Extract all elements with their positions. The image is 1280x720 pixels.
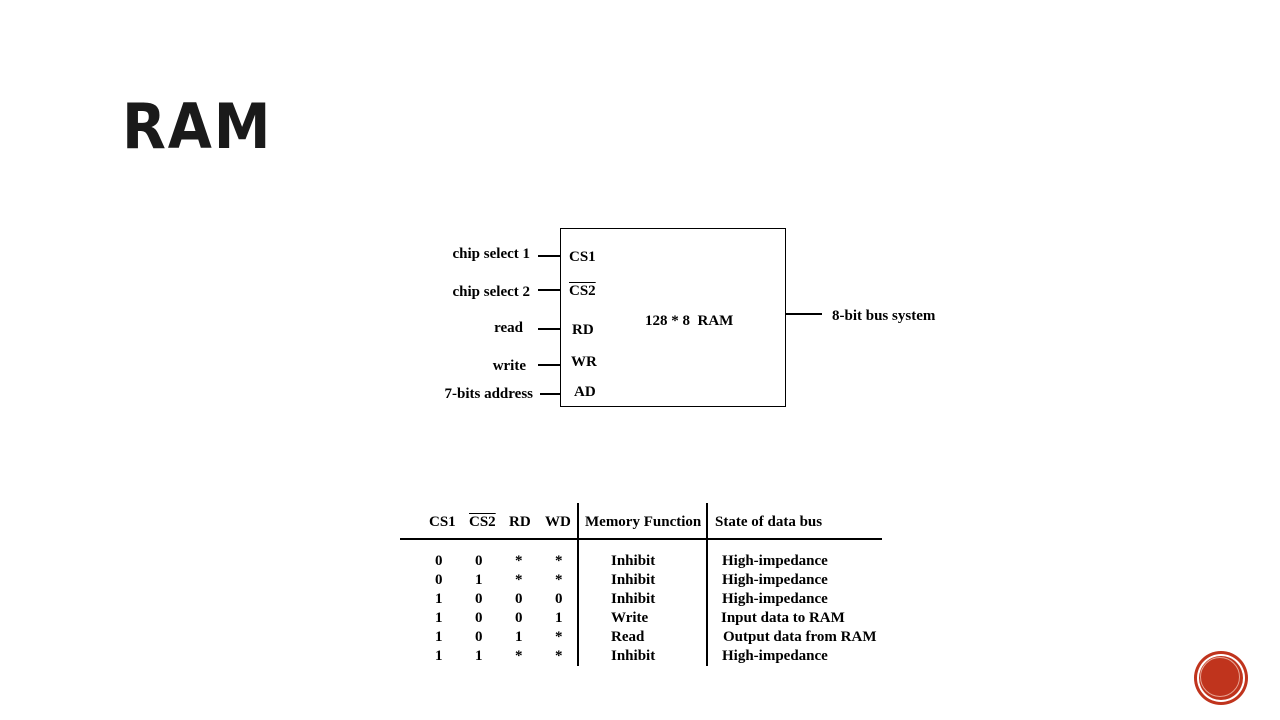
table-cell: * [515,648,523,664]
input-label-cs1: chip select 1 [452,246,530,262]
table-cell: * [555,572,563,588]
table-cell: 1 [435,610,443,626]
table-cell: 0 [555,591,563,607]
input-line-wr [538,364,560,366]
slide-badge-icon [1197,654,1245,702]
table-cell: 0 [475,610,483,626]
pin-rd: RD [572,322,594,338]
table-cell: Inhibit [611,648,656,664]
table-cell: 1 [435,591,443,607]
table-cell: 0 [435,553,443,569]
table-cell: 0 [475,591,483,607]
header-memory-function: Memory Function [585,514,702,530]
table-cell: Write [611,610,649,626]
pin-cs2: CS2 [569,283,596,299]
slide-title: RAM [122,90,273,163]
table-cell: High-impedance [722,572,828,588]
slide-badge-ring [1200,657,1240,697]
input-label-rd: read [494,320,523,336]
input-label-wr: write [492,358,526,374]
header-rd: RD [509,514,531,530]
table-cell: * [515,553,523,569]
pin-ad: AD [574,384,596,400]
table-cell: 1 [515,629,523,645]
input-label-cs2: chip select 2 [452,284,530,300]
table-divider-right [706,503,708,666]
table-cell: 0 [475,553,483,569]
table-cell: 0 [475,629,483,645]
table-cell: Input data to RAM [721,610,845,626]
table-cell: Inhibit [611,553,656,569]
table-cell: High-impedance [722,553,828,569]
header-wd: WD [545,514,571,530]
pin-wr: WR [571,354,597,370]
input-line-ad [540,393,560,395]
input-line-cs1 [538,255,560,257]
table-cell: 0 [515,591,523,607]
table-cell: High-impedance [722,591,828,607]
table-cell: 1 [435,648,443,664]
table-cell: Inhibit [611,572,656,588]
table-cell: 1 [475,572,483,588]
output-label: 8-bit bus system [832,308,936,324]
chip-label: 128 * 8 RAM [645,313,734,329]
header-cs2: CS2 [469,514,496,530]
header-data-bus-state: State of data bus [715,514,823,530]
table-cell: * [555,553,563,569]
table-cell: 1 [435,629,443,645]
table-cell: * [515,572,523,588]
table-cell: Output data from RAM [723,629,877,645]
table-cell: Read [611,629,645,645]
input-label-ad: 7-bits address [444,386,534,402]
table-header-rule [400,538,882,540]
table-divider-left [577,503,579,666]
input-line-rd [538,328,560,330]
header-cs1: CS1 [429,514,456,530]
table-cell: High-impedance [722,648,828,664]
table-cell: 0 [435,572,443,588]
table-cell: 0 [515,610,523,626]
table-cell: 1 [555,610,563,626]
table-cell: * [555,648,563,664]
pin-cs1: CS1 [569,249,596,265]
table-cell: 1 [475,648,483,664]
table-cell: * [555,629,563,645]
table-cell: Inhibit [611,591,656,607]
output-line [786,313,822,315]
input-line-cs2 [538,289,560,291]
ram-chip-box [560,228,786,407]
